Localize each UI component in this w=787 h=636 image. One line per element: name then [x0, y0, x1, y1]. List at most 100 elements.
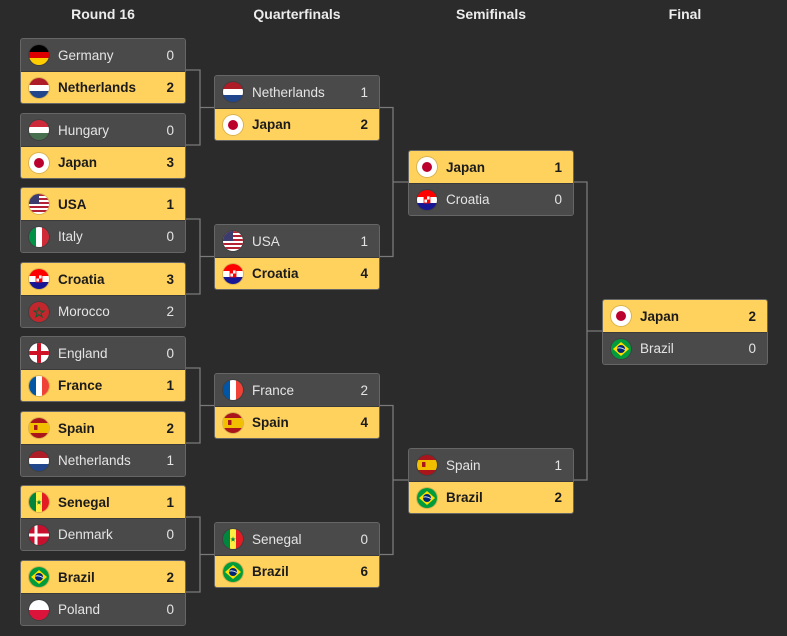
team-name: Japan: [640, 308, 680, 324]
germany-flag-icon: [29, 45, 49, 65]
team-score: 1: [166, 378, 174, 393]
team-score: 6: [360, 564, 368, 579]
team-score: 1: [360, 233, 368, 249]
spain-flag-icon: [223, 412, 243, 433]
team-name: France: [58, 378, 103, 393]
team-name: France: [252, 382, 295, 398]
team-score: 2: [166, 304, 174, 319]
team-score: 2: [360, 382, 368, 398]
round-title-final: Final: [668, 6, 702, 22]
team-row-senegal[interactable]: Senegal 1: [21, 486, 185, 518]
round-title-r16: Round 16: [71, 6, 135, 22]
japan-flag-icon: [223, 114, 243, 135]
team-score: 3: [166, 271, 174, 287]
france-flag-icon: [223, 380, 243, 400]
japan-flag-icon: [29, 152, 49, 173]
team-score: 0: [166, 527, 174, 542]
team-score: 2: [554, 490, 562, 505]
team-name: Netherlands: [58, 80, 137, 95]
team-score: 0: [748, 341, 756, 356]
team-score: 2: [166, 420, 174, 436]
team-row-england[interactable]: England 0: [21, 337, 185, 369]
team-score: 0: [166, 345, 174, 361]
team-score: 1: [554, 457, 562, 473]
team-name: Brazil: [446, 490, 483, 505]
team-row-japan[interactable]: Japan 1: [409, 151, 573, 183]
team-score: 1: [166, 453, 174, 468]
team-score: 2: [360, 117, 368, 132]
team-score: 1: [554, 159, 562, 175]
team-row-france[interactable]: France 1: [21, 369, 185, 401]
netherlands-flag-icon: [223, 82, 243, 102]
team-score: 1: [166, 196, 174, 212]
brazil-flag-icon: [223, 561, 243, 582]
croatia-flag-icon: [29, 269, 49, 289]
spain-flag-icon: [417, 455, 437, 475]
team-name: Spain: [252, 415, 289, 430]
team-name: Senegal: [58, 494, 110, 510]
england-flag-icon: [29, 343, 49, 363]
team-score: 0: [166, 229, 174, 244]
team-row-france[interactable]: France 2: [215, 374, 379, 406]
team-score: 2: [166, 80, 174, 95]
team-row-denmark[interactable]: Denmark 0: [21, 518, 185, 550]
usa-flag-icon: [223, 231, 243, 251]
team-score: 2: [166, 569, 174, 585]
team-name: Brazil: [252, 564, 289, 579]
team-name: Japan: [446, 159, 486, 175]
poland-flag-icon: [29, 599, 49, 620]
senegal-flag-icon: [29, 492, 49, 512]
team-row-brazil[interactable]: Brazil 2: [21, 561, 185, 593]
team-name: Brazil: [58, 569, 95, 585]
team-row-netherlands[interactable]: Netherlands 2: [21, 71, 185, 103]
team-name: Denmark: [58, 527, 113, 542]
croatia-flag-icon: [417, 189, 437, 210]
team-score: 0: [360, 531, 368, 547]
team-name: Croatia: [252, 266, 299, 281]
netherlands-flag-icon: [29, 77, 49, 98]
team-name: Japan: [58, 155, 98, 170]
team-name: USA: [58, 196, 87, 212]
team-row-usa[interactable]: USA 1: [21, 188, 185, 220]
team-score: 1: [166, 494, 174, 510]
team-row-brazil[interactable]: Brazil 2: [409, 481, 573, 513]
team-name: England: [58, 345, 108, 361]
round-title-quarterfinals: Quarterfinals: [253, 6, 341, 22]
morocco-flag-icon: [29, 301, 49, 322]
team-score: 0: [554, 192, 562, 207]
senegal-flag-icon: [223, 529, 243, 549]
team-score: 0: [166, 602, 174, 617]
brazil-flag-icon: [611, 338, 631, 359]
team-row-brazil[interactable]: Brazil 6: [215, 555, 379, 587]
spain-flag-icon: [29, 418, 49, 438]
